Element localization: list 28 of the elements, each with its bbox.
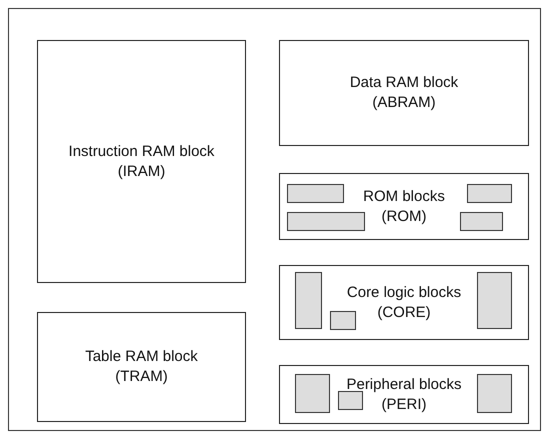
block-rect — [287, 184, 344, 203]
block-rect — [338, 391, 363, 410]
memory-block-box — [279, 173, 529, 240]
memory-block-box — [37, 40, 246, 283]
block-rect — [460, 212, 503, 231]
block-name: Table RAM block — [85, 347, 198, 367]
block-rect — [467, 184, 512, 203]
block-rect — [477, 272, 512, 329]
block-name: Data RAM block — [350, 73, 458, 93]
memory-block-box — [279, 40, 529, 146]
block-rect — [287, 212, 365, 231]
block-name: Instruction RAM block — [68, 142, 214, 162]
block-abbreviation: (TRAM) — [115, 367, 168, 387]
memory-block-box — [279, 265, 529, 340]
block-abbreviation: (ROM) — [382, 206, 426, 226]
memory-block-box — [37, 312, 246, 422]
block-name: ROM blocks — [363, 186, 445, 206]
block-name: Peripheral blocks — [346, 374, 462, 394]
block-abbreviation: (IRAM) — [118, 162, 166, 182]
block-name: Core logic blocks — [346, 282, 462, 302]
block-abbreviation: (CORE) — [377, 302, 431, 322]
memory-block-box — [279, 365, 529, 424]
block-rect — [295, 374, 330, 413]
block-rect — [295, 272, 322, 329]
block-rect — [330, 311, 356, 330]
block-rect — [477, 374, 512, 413]
block-abbreviation: (PERI) — [382, 394, 426, 414]
block-abbreviation: (ABRAM) — [372, 93, 436, 113]
